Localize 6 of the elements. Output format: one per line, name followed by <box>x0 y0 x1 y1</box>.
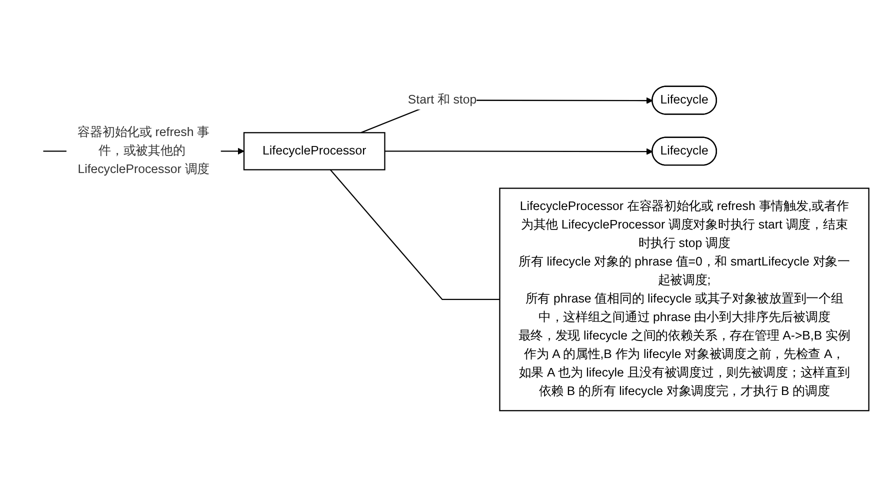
edge-label: 容器初始化或 refresh 事件，或被其他的 LifecycleProcessor 调度 <box>78 126 210 176</box>
arrow <box>384 148 653 155</box>
edge-label: Start 和 stop <box>408 93 477 106</box>
node-box: LifecycleProcessor <box>243 132 386 170</box>
node-box: LifecycleProcessor 在容器初始化或 refresh 事情触发,或者作为其他 LifecycleProcessor 调度对象时执行 start 调度，结束时执行 stop 调度 所有 lifecycle 对象的 phrase 值=0，和 smartLifecycle 对象一起被调度; 所有 phrase 值相同的 lifecycle 或其子对象被放置到一个组中，这样组之间通过 phrase 由小到大排序先后被调度 最终，发现 lifecycle 之间的依赖关系，存在管理 A->B,B 实例作为 A 的属性,B 作为 lifecyle 对象被调度之前，先检查 A，如果 A 也为 lifecyle 且没有被调度过，则先被调度；这样直到依赖 B 的所有 lifecycle 对象调度完，才执行 B 的调度 <box>499 188 870 412</box>
connector <box>330 169 500 300</box>
